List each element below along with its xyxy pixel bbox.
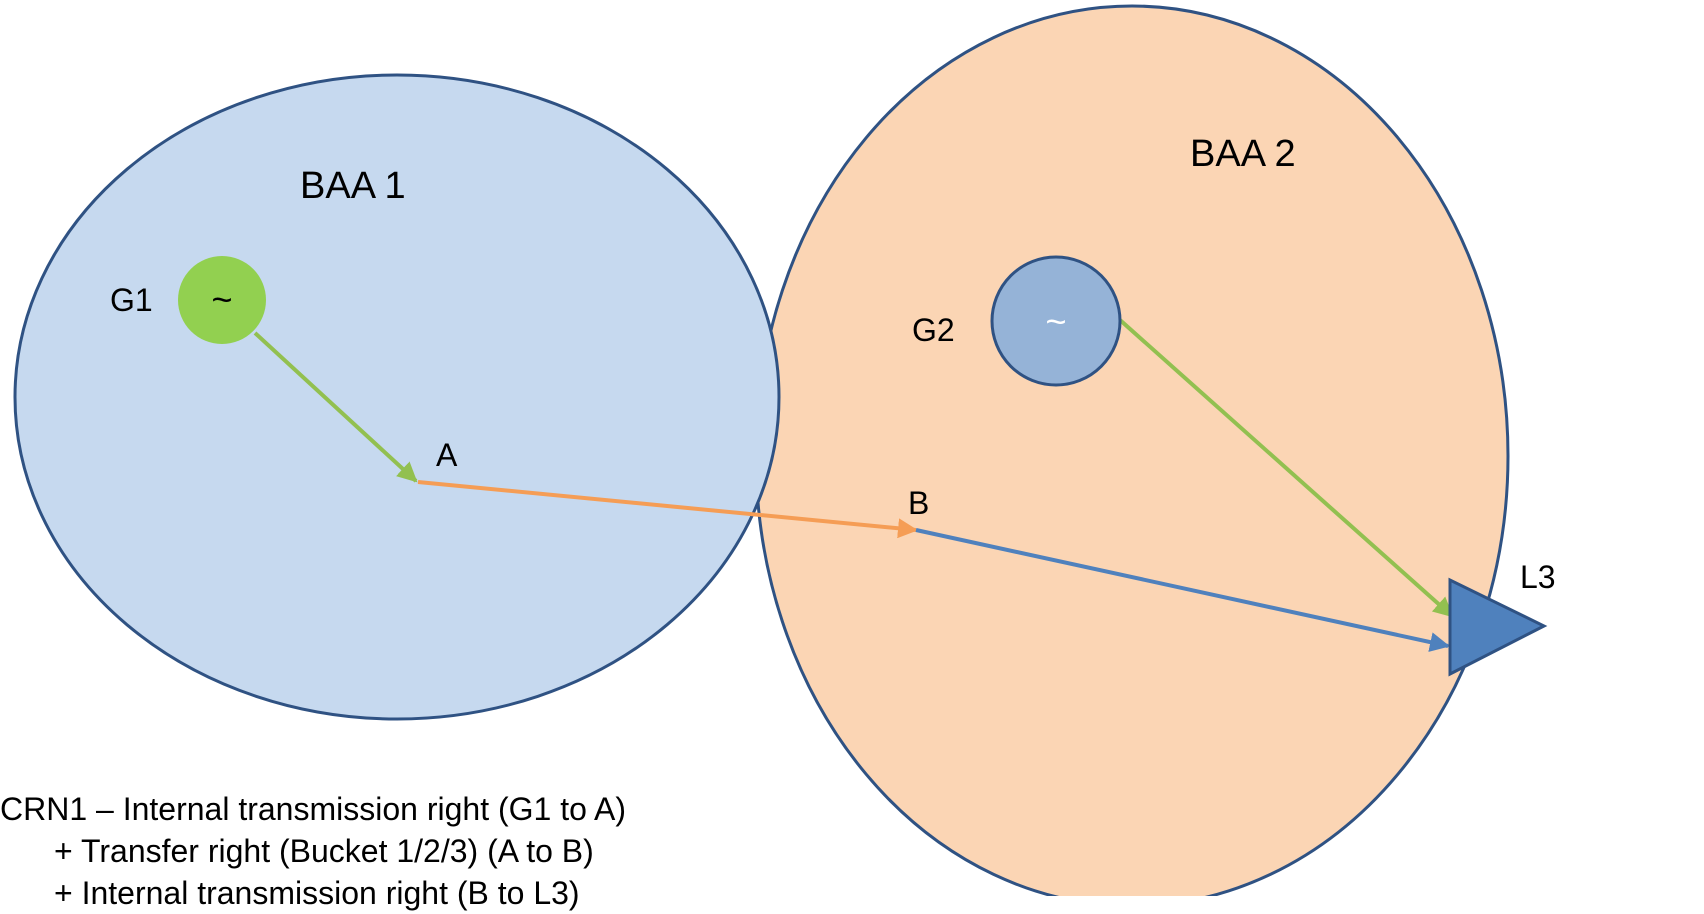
baa1-label: BAA 1 bbox=[300, 165, 406, 207]
load-l3-icon bbox=[1448, 577, 1548, 677]
a-to-b-arrow bbox=[417, 480, 918, 539]
node-a-label: A bbox=[436, 437, 458, 473]
g2-symbol: ~ bbox=[1045, 301, 1066, 342]
baa2-region bbox=[754, 4, 1510, 896]
caption-line-1: CRN1 – Internal transmission right (G1 t… bbox=[0, 791, 627, 827]
baa1-region bbox=[13, 73, 781, 721]
g1-to-a-arrow bbox=[253, 331, 418, 483]
g2-label: G2 bbox=[912, 312, 955, 348]
caption-line-2: + Transfer right (Bucket 1/2/3) (A to B) bbox=[54, 833, 594, 869]
caption-line-3: + Internal transmission right (B to L3) bbox=[54, 875, 580, 911]
crn1-caption: CRN1 – Internal transmission right (G1 t… bbox=[0, 788, 900, 914]
l3-label: L3 bbox=[1520, 559, 1556, 595]
g1-label: G1 bbox=[110, 282, 153, 318]
g1-symbol: ~ bbox=[211, 279, 232, 320]
g2-to-l3-arrow bbox=[1118, 318, 1454, 618]
node-b-label: B bbox=[908, 485, 929, 521]
generator-g2-icon bbox=[990, 255, 1122, 387]
generator-g1-icon bbox=[178, 256, 266, 344]
baa2-label: BAA 2 bbox=[1190, 133, 1296, 175]
b-to-l3-arrow bbox=[915, 528, 1450, 652]
